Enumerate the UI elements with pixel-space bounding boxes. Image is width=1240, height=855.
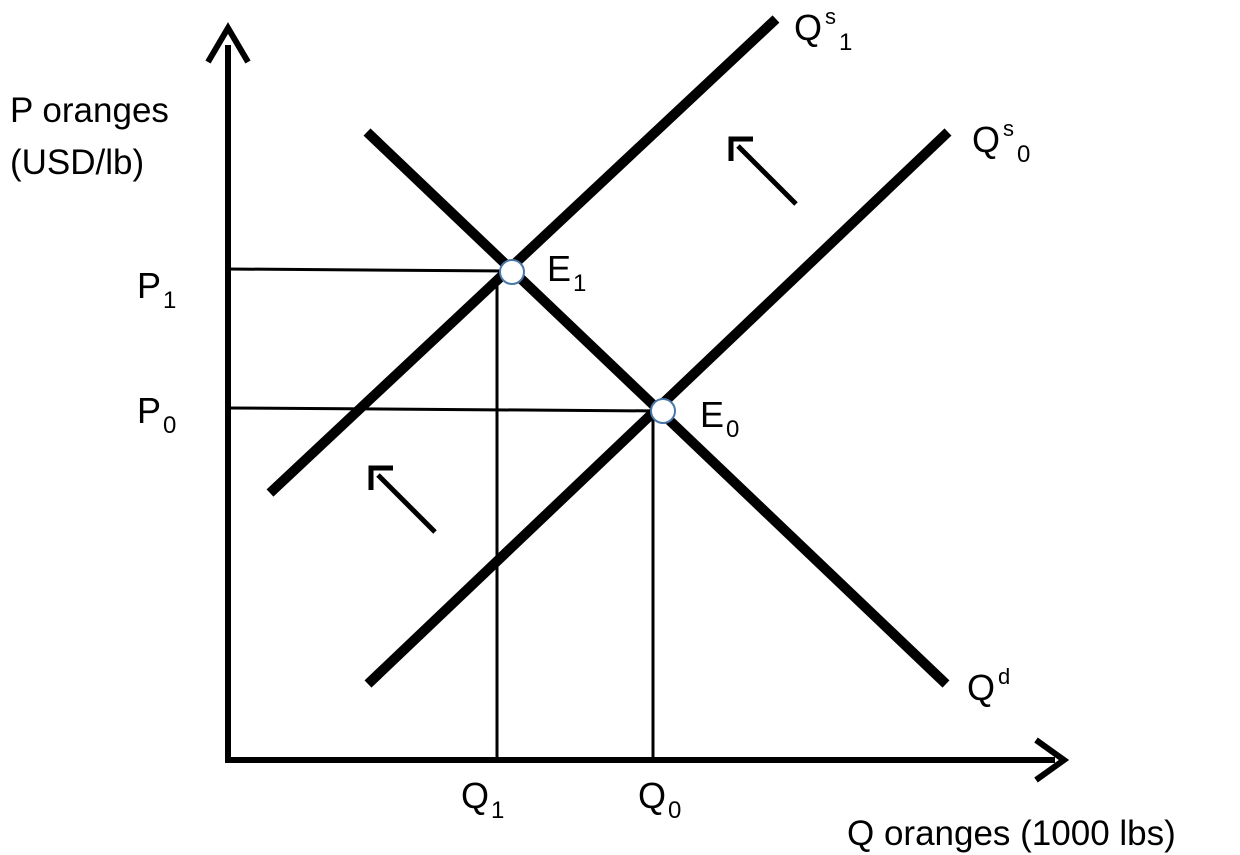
y-axis-title-line1: P oranges [10,91,169,130]
equilibrium-point-e0 [650,398,676,424]
p0-guide-line [227,406,664,413]
shift-arrow-upper-shaft [736,144,798,206]
x-axis-title: Q oranges (1000 lbs) [847,814,1176,853]
quantity-label-q1: Q1 [461,775,504,824]
supply-curve-new [266,15,780,497]
shift-arrow-lower-shaft [376,473,437,534]
price-label-p1: P1 [137,265,176,314]
y-axis-arrowhead [205,22,251,64]
shift-arrow-upper-head [728,136,753,161]
equilibrium-point-e1 [499,259,525,285]
x-axis-arrowhead [1034,737,1070,783]
quantity-label-q0: Q0 [638,775,681,824]
equilibrium-label-e0: E0 [700,394,739,443]
p1-guide-line [227,267,513,273]
shift-arrow-lower-head [368,465,393,490]
price-label-p0: P0 [137,390,176,439]
equilibrium-label-e1: E1 [547,248,586,297]
y-axis-title-line2: (USD/lb) [10,143,144,182]
